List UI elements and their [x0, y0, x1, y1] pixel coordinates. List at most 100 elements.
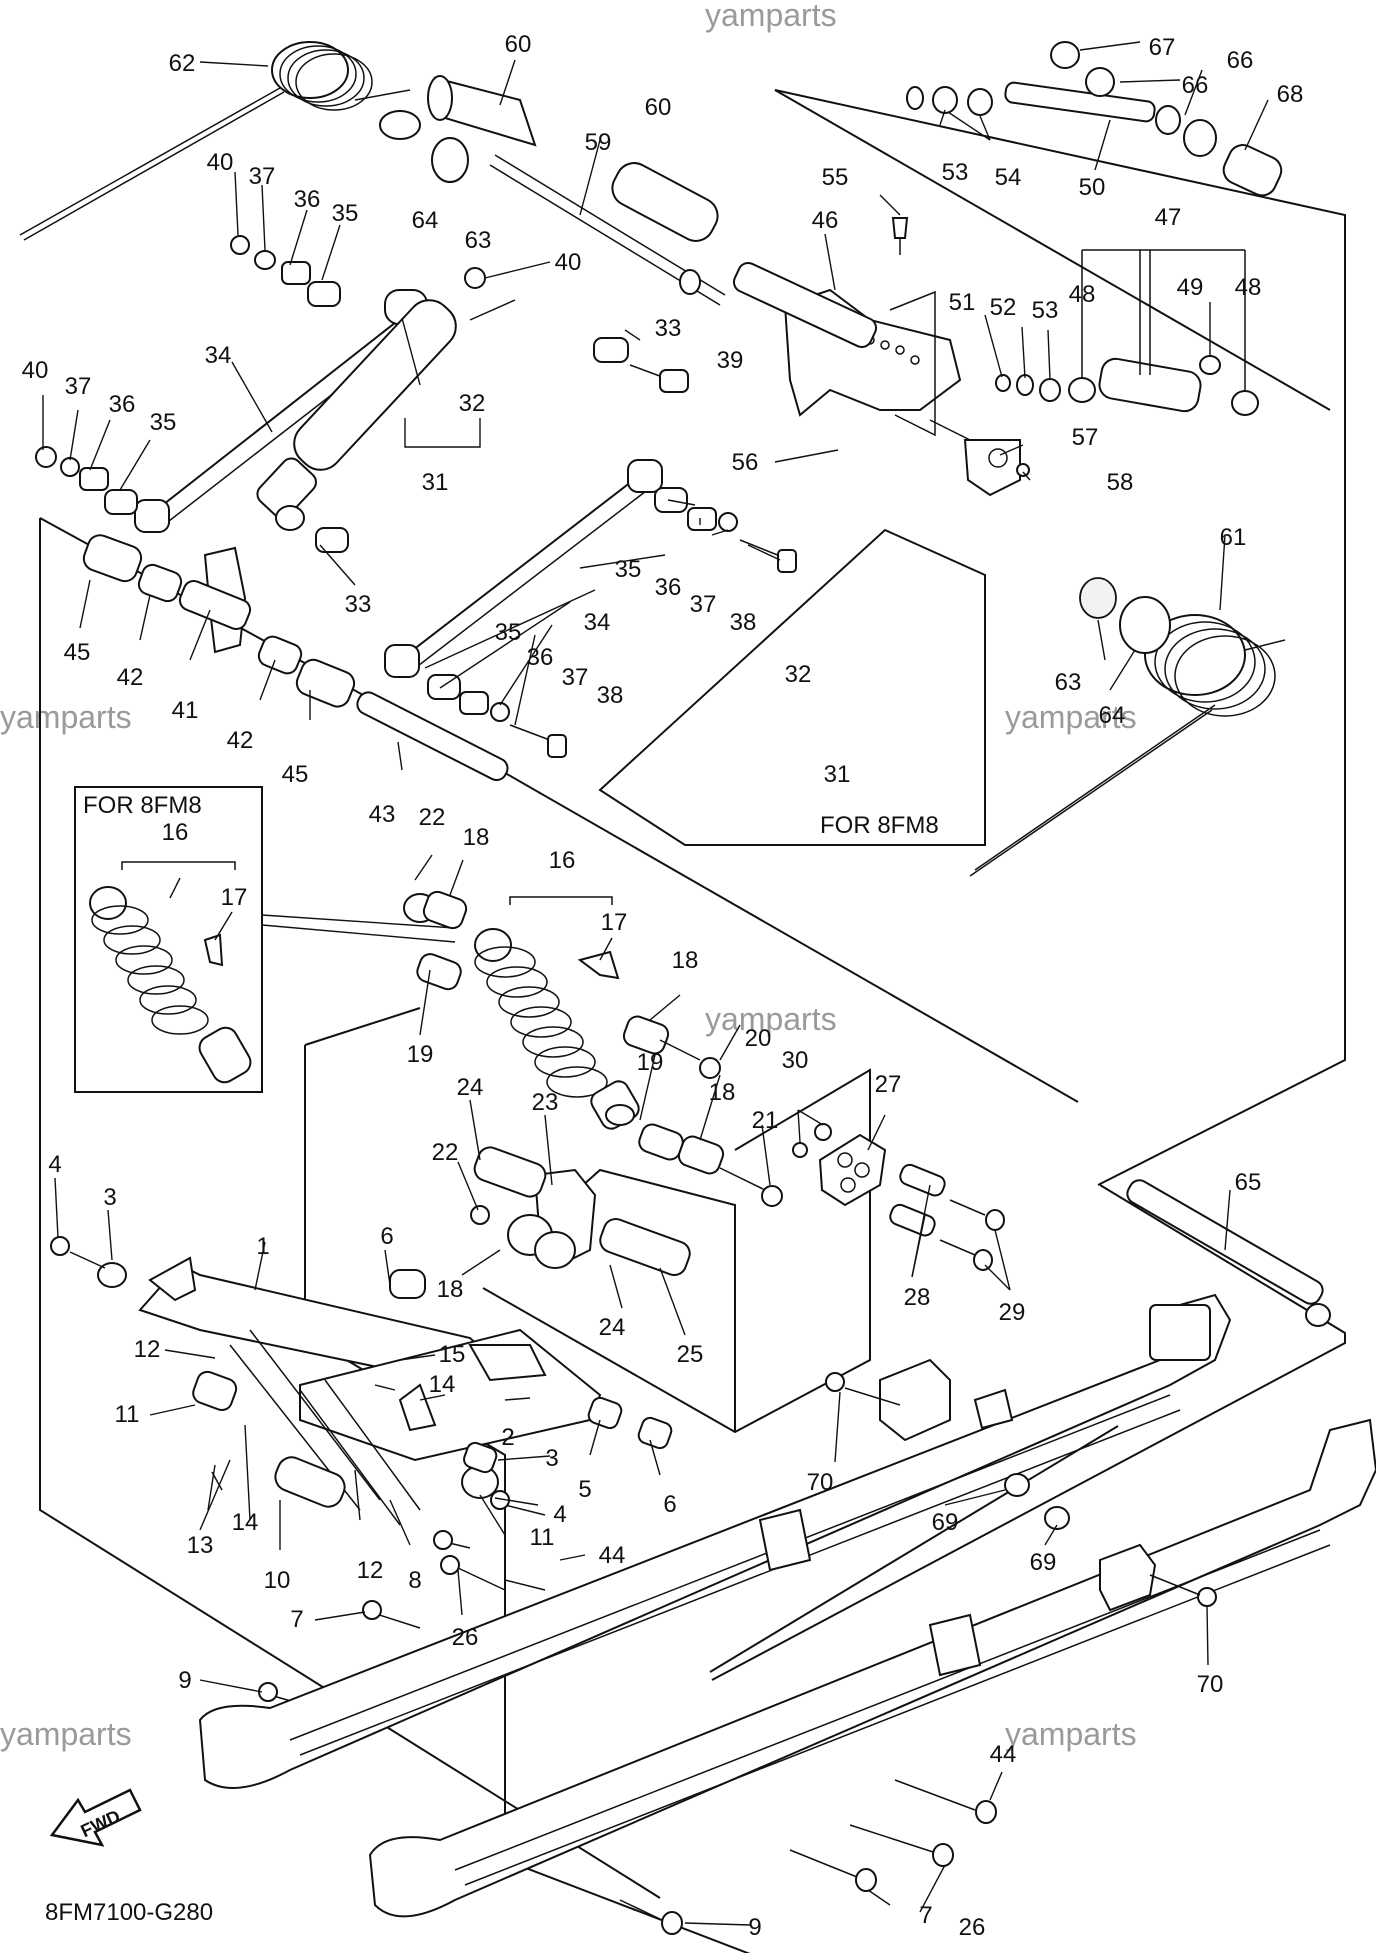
rail-bolts — [619, 1372, 1217, 1935]
callout-70: 70 — [1197, 1671, 1224, 1698]
callout-22: 22 — [432, 1139, 459, 1166]
callout-14: 14 — [429, 1371, 456, 1398]
callout-3: 3 — [545, 1445, 558, 1472]
callout-50: 50 — [1079, 174, 1106, 201]
cam-plate — [929, 419, 1030, 497]
group-frame-front-arm — [774, 89, 1331, 411]
bushing — [1155, 105, 1181, 135]
callout-19: 19 — [637, 1049, 664, 1076]
callout-38: 38 — [730, 609, 757, 636]
callout-7: 7 — [290, 1606, 303, 1633]
callout-62: 62 — [169, 50, 196, 77]
inset-box-shock-8fm8: FOR 8FM8 — [74, 786, 456, 1093]
damper-31 — [256, 299, 516, 531]
bushing — [1050, 41, 1080, 69]
callout-60: 60 — [645, 94, 672, 121]
callout-60: 60 — [505, 31, 532, 58]
callout-11: 11 — [115, 1401, 140, 1428]
callout-41: 41 — [172, 697, 199, 724]
callout-57: 57 — [1072, 424, 1099, 451]
callout-47: 47 — [1155, 204, 1182, 231]
callout-25: 25 — [677, 1341, 704, 1368]
callout-45: 45 — [282, 761, 309, 788]
callout-26: 26 — [959, 1914, 986, 1941]
watermark: yamparts — [0, 1716, 132, 1752]
callout-28: 28 — [904, 1284, 931, 1311]
collar — [389, 1269, 426, 1299]
callout-22: 22 — [419, 804, 446, 831]
watermark: yamparts — [705, 1001, 837, 1037]
callout-42: 42 — [227, 727, 254, 754]
group-frame-rear-arm — [39, 518, 661, 1899]
callout-40: 40 — [207, 149, 234, 176]
rear-axle-65 — [1126, 1179, 1331, 1327]
callout-24: 24 — [457, 1074, 484, 1101]
callout-55: 55 — [822, 164, 849, 191]
group-frame-shock — [304, 1007, 421, 1046]
callout-69: 69 — [1030, 1549, 1057, 1576]
collar — [97, 1262, 127, 1288]
shock-link-27 — [792, 1123, 1005, 1271]
callout-17: 17 — [601, 909, 628, 936]
callout-44: 44 — [599, 1542, 626, 1569]
callout-59: 59 — [585, 129, 612, 156]
inset-label: FOR 8FM8 — [820, 812, 939, 839]
spring-holder — [1119, 596, 1171, 654]
callout-6: 6 — [380, 1223, 393, 1250]
callout-36: 36 — [655, 574, 682, 601]
callout-24: 24 — [599, 1314, 626, 1341]
callout-43: 43 — [369, 801, 396, 828]
callout-67: 67 — [1149, 34, 1176, 61]
callout-13: 13 — [187, 1532, 214, 1559]
callout-32: 32 — [459, 390, 486, 417]
callout-19: 19 — [407, 1041, 434, 1068]
callout-35: 35 — [615, 556, 642, 583]
callout-14: 14 — [232, 1509, 259, 1536]
rear-pivot-parts — [82, 534, 509, 782]
upper-arm-34 — [134, 289, 428, 533]
callout-66: 66 — [1227, 47, 1254, 74]
forward-arrow: FWD — [49, 1788, 142, 1847]
callout-54: 54 — [995, 164, 1022, 191]
shock-absorber-16 — [403, 890, 783, 1207]
callout-34: 34 — [584, 609, 611, 636]
slide-rail-left — [198, 1293, 1232, 1789]
callout-56: 56 — [732, 449, 759, 476]
callout-32: 32 — [785, 661, 812, 688]
callout-16: 16 — [162, 819, 189, 846]
callout-31: 31 — [422, 469, 449, 496]
callout-68: 68 — [1277, 81, 1304, 108]
inset-box-damper-8fm8: FOR 8FM8 — [598, 528, 986, 846]
torsion-spring-right — [969, 577, 1286, 877]
callout-4: 4 — [553, 1501, 566, 1528]
washer — [379, 110, 421, 140]
callout-18: 18 — [437, 1276, 464, 1303]
inset-label: FOR 8FM8 — [83, 792, 202, 819]
front-shaft — [379, 75, 726, 306]
callout-30: 30 — [782, 1047, 809, 1074]
upper-arm-34-lower — [384, 459, 663, 678]
watermark: yamparts — [0, 699, 132, 735]
callout-69: 69 — [932, 1509, 959, 1536]
callout-63: 63 — [1055, 669, 1082, 696]
callout-64: 64 — [412, 207, 439, 234]
callout-51: 51 — [949, 289, 976, 316]
callout-37: 37 — [690, 591, 717, 618]
callout-31: 31 — [824, 761, 851, 788]
callout-18: 18 — [709, 1079, 736, 1106]
callout-65: 65 — [1235, 1169, 1262, 1196]
callout-23: 23 — [532, 1089, 559, 1116]
callout-12: 12 — [134, 1336, 161, 1363]
callout-39: 39 — [717, 347, 744, 374]
callout-48: 48 — [1235, 274, 1262, 301]
callout-34: 34 — [205, 342, 232, 369]
callout-44: 44 — [990, 1741, 1017, 1768]
callout-61: 61 — [1220, 524, 1247, 551]
callout-12: 12 — [357, 1557, 384, 1584]
callout-53: 53 — [942, 159, 969, 186]
callout-58: 58 — [1107, 469, 1134, 496]
hardware-cluster — [35, 235, 797, 758]
torsion-spring-left — [19, 41, 411, 241]
callout-40: 40 — [555, 249, 582, 276]
